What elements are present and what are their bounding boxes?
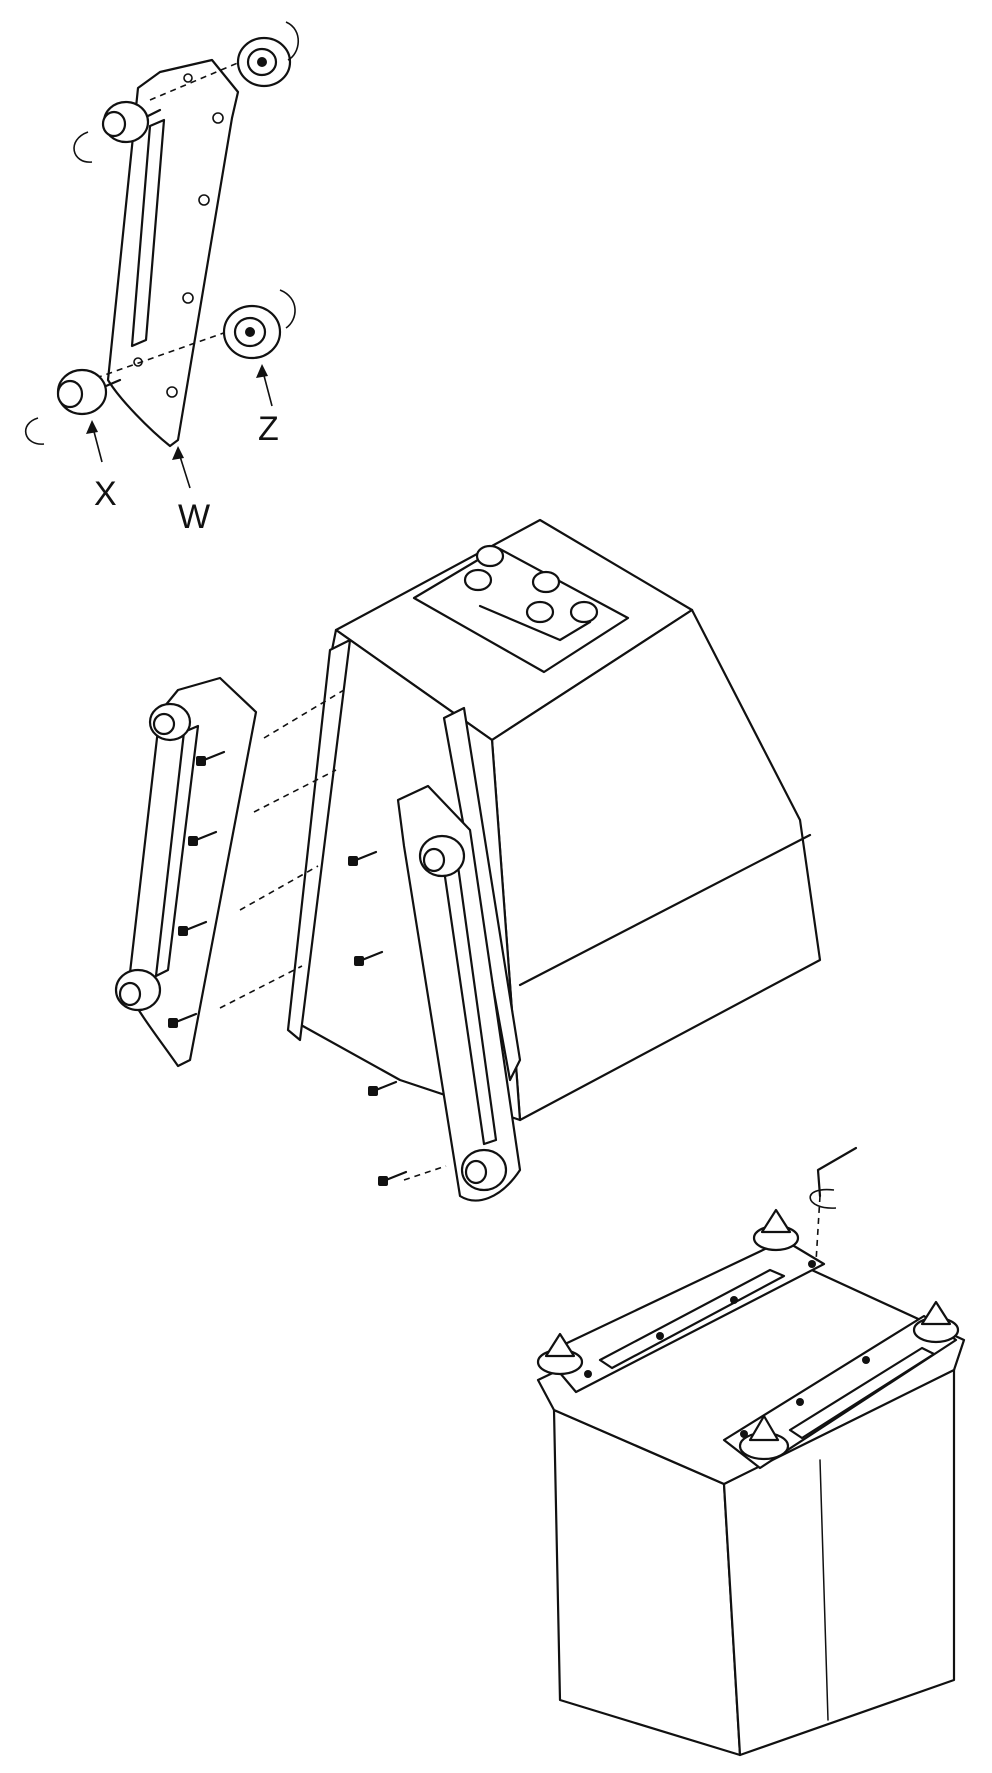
- rotate-arrow-icon: [809, 1188, 837, 1209]
- rotate-arrow-icon: [279, 289, 296, 329]
- bracket-slot: [130, 118, 166, 348]
- cone-feet: [536, 1208, 960, 1461]
- hex-key-icon: [816, 1146, 858, 1198]
- assembly-line: [815, 1195, 821, 1263]
- speaker-exploded-group: [114, 518, 822, 1202]
- nut-top-right: [236, 36, 292, 88]
- connector-terminals: [463, 544, 599, 642]
- bracket-hole: [212, 112, 224, 124]
- rail-slot: [598, 1268, 786, 1370]
- rail-slot: [788, 1346, 936, 1440]
- bracket-detail-group: X W Z: [25, 21, 300, 536]
- assembly-line: [95, 329, 233, 379]
- speaker-assembled-group: [536, 1146, 966, 1757]
- assembly-line: [239, 865, 319, 911]
- label-x: X: [94, 475, 117, 513]
- knob-top-left: [101, 100, 162, 144]
- bracket-left-slot: [154, 724, 200, 978]
- assembly-line: [219, 965, 303, 1009]
- cabinet-edge: [518, 833, 812, 987]
- label-w: W: [178, 498, 210, 536]
- assembled-rail-right: [722, 1314, 958, 1470]
- cabinet-edge: [819, 1459, 829, 1721]
- assembly-line: [263, 689, 345, 739]
- rail-holes: [584, 1260, 870, 1438]
- bracket-hole: [182, 292, 194, 304]
- rotate-arrow-icon: [73, 131, 93, 163]
- rotate-arrow-icon: [285, 21, 300, 61]
- bracket-hole: [183, 73, 193, 83]
- label-z: Z: [258, 410, 279, 448]
- assembly-line: [403, 1165, 447, 1181]
- cabinet-left-rail: [286, 638, 352, 1042]
- screws: [168, 750, 408, 1186]
- assembly-line: [253, 769, 337, 813]
- knob-x: [56, 368, 122, 416]
- bracket-hole: [198, 194, 210, 206]
- nut-z: [222, 304, 282, 360]
- bracket-hole: [166, 386, 178, 398]
- bracket-w: [106, 58, 240, 448]
- assembly-line: [149, 61, 241, 101]
- rotate-arrow-icon: [25, 417, 45, 445]
